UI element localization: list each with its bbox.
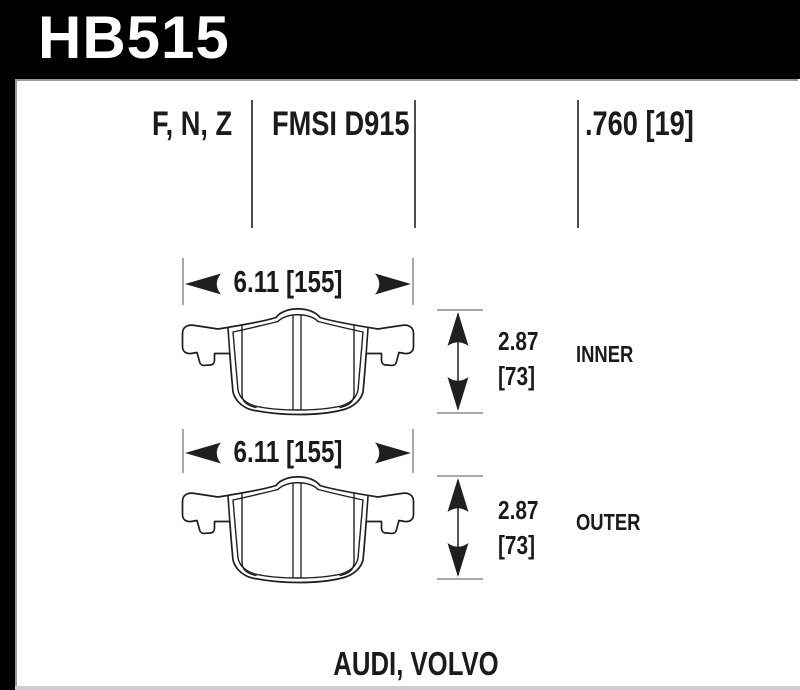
top-black-bar [0, 0, 800, 79]
content-panel [15, 79, 798, 686]
pad-center-slot [292, 314, 302, 411]
thickness-dimension-outer [437, 475, 483, 580]
outer-position: OUTER [576, 511, 657, 534]
thickness-in-inner: 2.87 [498, 328, 549, 354]
thickness-mm-inner: [73] [498, 363, 544, 389]
pad-thickness: .760 [19] [585, 107, 721, 141]
dim-arrow-down-icon [447, 543, 469, 577]
dim-arrow-left-icon [185, 442, 221, 464]
extension-lines [182, 429, 414, 473]
spec-divider-3 [577, 100, 579, 228]
left-black-bar [0, 79, 15, 690]
thickness-mm-outer-label: [73] [498, 530, 535, 560]
part-number: HB515 [38, 8, 230, 68]
width-dim-outer: 6.11 [155] [218, 436, 358, 467]
spec-divider-1 [251, 100, 253, 228]
width-dim-outer-label: 6.11 [155] [233, 434, 343, 469]
width-dimension-outer [182, 429, 414, 473]
extension-lines [437, 309, 483, 414]
outer-position-label: OUTER [576, 509, 641, 535]
dim-arrow-left-icon [185, 273, 221, 295]
dim-arrow-up-icon [447, 478, 469, 512]
thickness-in-inner-label: 2.87 [498, 326, 539, 356]
pad-outer-outline [181, 308, 415, 416]
dim-arrow-right-icon [375, 273, 411, 295]
pad-thickness-label: .760 [19] [585, 105, 694, 143]
fmsi-label: FMSI D915 [272, 105, 410, 143]
width-dimension-inner [182, 258, 414, 305]
compound-codes-label: F, N, Z [151, 105, 232, 143]
thickness-dimension-inner [437, 309, 483, 414]
pad-chamfer-lines [241, 325, 355, 409]
width-dim-inner: 6.11 [155] [218, 266, 358, 297]
applications: AUDI, VOLVO [310, 647, 522, 680]
thickness-in-outer-label: 2.87 [498, 495, 539, 525]
part-number-label: HB515 [38, 4, 230, 71]
spec-divider-2 [414, 100, 416, 228]
inner-position: INNER [576, 343, 648, 366]
compound-codes: F, N, Z [132, 107, 232, 141]
applications-label: AUDI, VOLVO [333, 645, 499, 682]
dim-arrow-down-icon [447, 377, 469, 411]
dim-arrow-right-icon [375, 442, 411, 464]
thickness-mm-inner-label: [73] [498, 361, 535, 391]
bottom-edge-line [15, 686, 800, 690]
extension-lines [182, 258, 414, 305]
thickness-in-outer: 2.87 [498, 497, 549, 523]
width-dim-inner-label: 6.11 [155] [233, 264, 343, 299]
inner-pad-drawing [181, 308, 415, 416]
pad-friction-outline [232, 314, 364, 411]
dim-arrow-up-icon [447, 312, 469, 346]
inner-position-label: INNER [576, 341, 634, 367]
extension-lines [437, 475, 483, 580]
pad-slant-lines [227, 327, 369, 355]
thickness-mm-outer: [73] [498, 532, 544, 558]
fmsi-number: FMSI D915 [272, 107, 444, 141]
outer-pad-drawing [181, 476, 415, 584]
